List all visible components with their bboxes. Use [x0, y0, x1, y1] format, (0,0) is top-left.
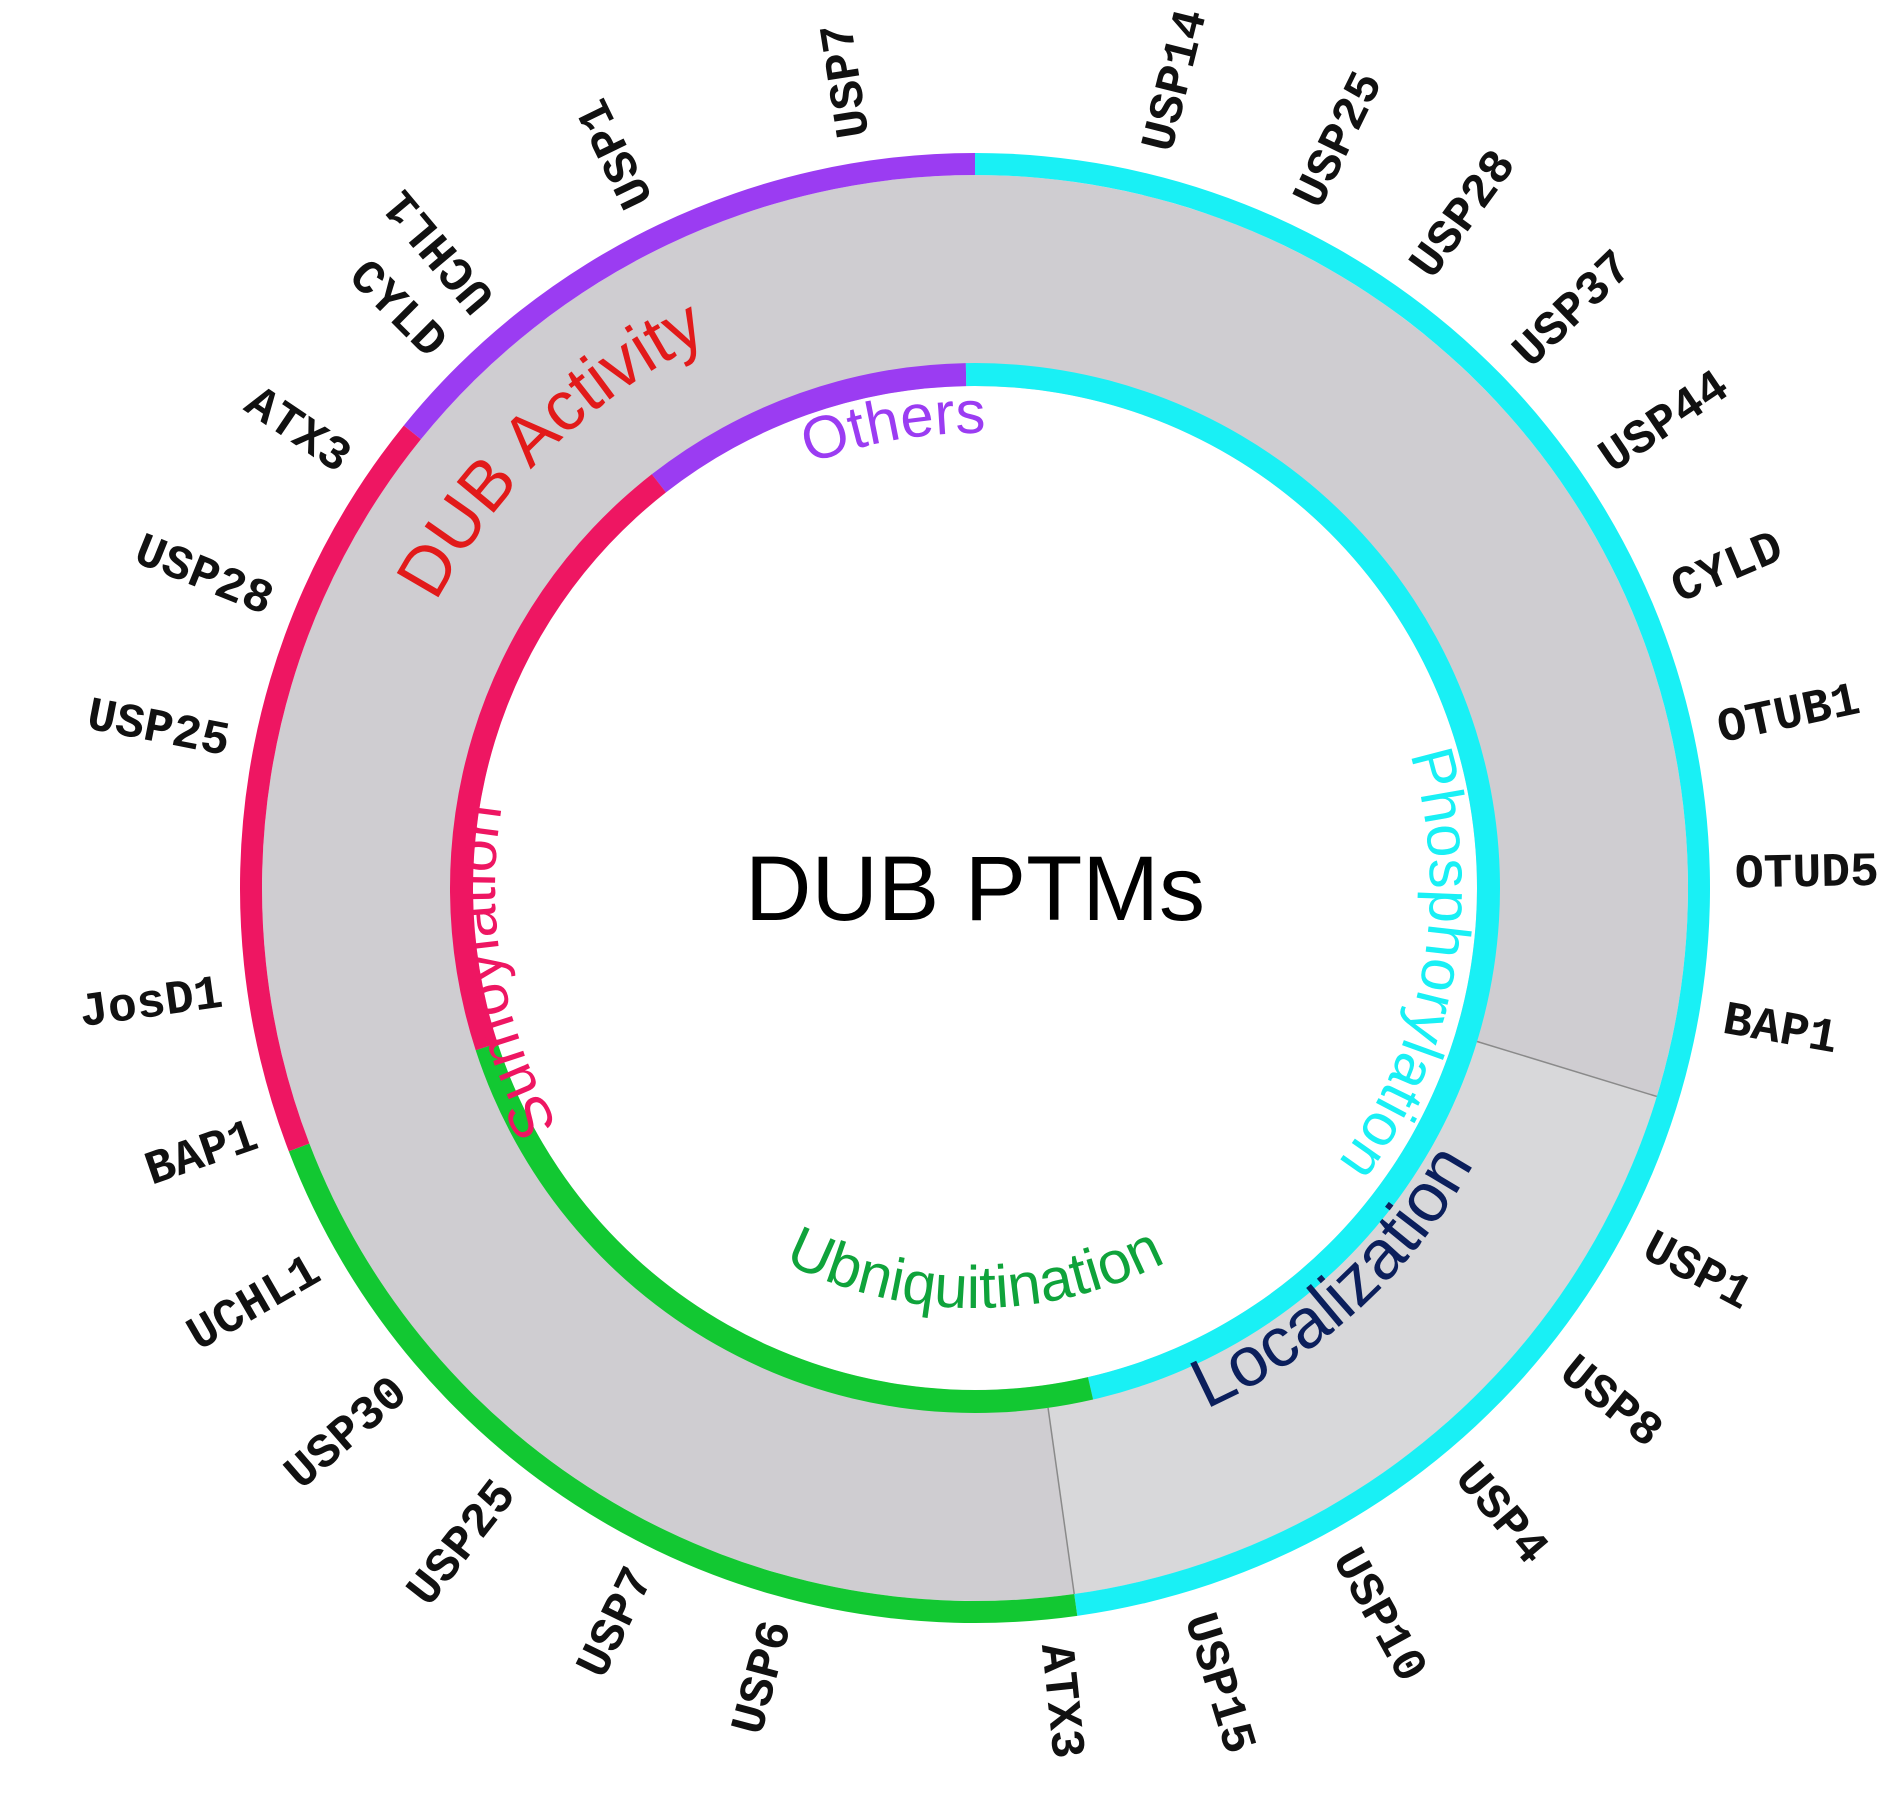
- ring-layer: [240, 153, 1711, 1623]
- gene-label-ubiquitination-6: BAP1: [139, 1111, 266, 1200]
- gene-label-others-2: USP1: [568, 89, 667, 216]
- gene-label-others-3: USP7: [812, 19, 883, 141]
- gene-label-ubiquitination-4: USP30: [275, 1367, 419, 1502]
- gene-label-phosphorylation-8: OTUD5: [1734, 846, 1879, 903]
- gene-label-phosphorylation-14: USP15: [1171, 1607, 1265, 1761]
- center-title: DUB PTMs: [745, 838, 1205, 940]
- gene-label-phosphorylation-9: BAP1: [1719, 994, 1842, 1067]
- gene-label-ubiquitination-7: JosD1: [76, 968, 226, 1042]
- gene-label-sumoylation-3: ATX3: [234, 377, 360, 486]
- gene-label-phosphorylation-5: USP44: [1590, 361, 1740, 486]
- gene-label-phosphorylation-12: USP4: [1442, 1453, 1557, 1576]
- gene-label-sumoylation-2: USP28: [126, 525, 280, 629]
- gene-label-phosphorylation-7: OTUB1: [1713, 674, 1865, 757]
- gene-label-phosphorylation-2: USP25: [1284, 64, 1396, 217]
- gene-label-phosphorylation-4: USP37: [1503, 241, 1644, 380]
- inner-segment-others: [651, 363, 967, 493]
- gene-label-ubiquitination-3: USP25: [398, 1471, 529, 1618]
- sector-divider-1: [1476, 1040, 1658, 1098]
- gene-label-phosphorylation-13: USP10: [1319, 1540, 1436, 1692]
- gene-label-phosphorylation-10: USP1: [1633, 1222, 1760, 1324]
- gene-label-sumoylation-1: USP25: [82, 690, 234, 771]
- inner-segment-sumoylation: [449, 474, 666, 1051]
- gene-label-phosphorylation-3: USP28: [1400, 141, 1528, 289]
- outer-segment-sumoylation: [240, 425, 421, 1152]
- inner-disc: [473, 386, 1477, 1390]
- gene-label-phosphorylation-1: USP14: [1133, 4, 1220, 157]
- gene-label-ubiquitination-5: UCHL1: [179, 1245, 331, 1364]
- sector-divider-2: [1047, 1407, 1075, 1595]
- gene-label-ubiquitination-2: USP7: [568, 1560, 667, 1687]
- gene-label-ubiquitination-1: USP6: [723, 1615, 805, 1740]
- outer-segment-ubiquitination: [288, 1143, 1078, 1623]
- inner-segment-ubiquitination: [475, 1043, 1094, 1413]
- gene-label-phosphorylation-15: ATX3: [1027, 1641, 1093, 1761]
- localization-sector: [1048, 1041, 1657, 1595]
- gene-label-phosphorylation-11: USP8: [1548, 1346, 1672, 1460]
- gene-label-phosphorylation-6: CYLD: [1664, 522, 1791, 617]
